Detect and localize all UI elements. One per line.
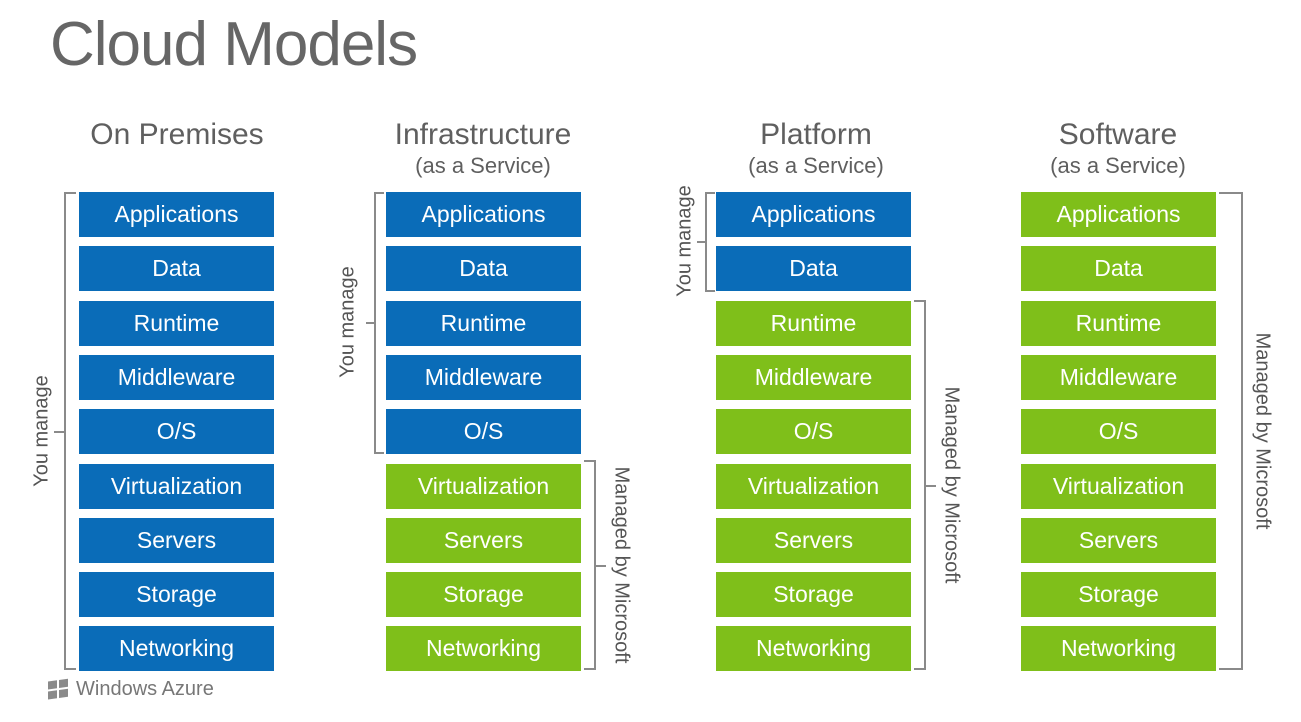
- layer-saas-middleware: Middleware: [1021, 355, 1216, 400]
- layer-paas-middleware: Middleware: [716, 355, 911, 400]
- layer-on-premises-virtualization: Virtualization: [79, 464, 274, 509]
- layer-saas-networking: Networking: [1021, 626, 1216, 671]
- layer-saas-servers: Servers: [1021, 518, 1216, 563]
- you-manage-bracket: [64, 192, 76, 670]
- layer-saas-runtime: Runtime: [1021, 301, 1216, 346]
- managed-by-microsoft-bracket: [584, 460, 596, 670]
- layer-iaas-virtualization: Virtualization: [386, 464, 581, 509]
- column-subtitle: (as a Service): [415, 153, 551, 178]
- column-subtitle: (as a Service): [1050, 153, 1186, 178]
- bracket-tick: [697, 241, 707, 243]
- layer-paas-servers: Servers: [716, 518, 911, 563]
- managed-by-microsoft-bracket: [1219, 192, 1243, 670]
- layer-iaas-runtime: Runtime: [386, 301, 581, 346]
- layer-paas-applications: Applications: [716, 192, 911, 237]
- layer-paas-o-s: O/S: [716, 409, 911, 454]
- layer-paas-networking: Networking: [716, 626, 911, 671]
- bracket-tick: [596, 565, 606, 567]
- layer-on-premises-data: Data: [79, 246, 274, 291]
- managed-by-microsoft-label: Managed by Microsoft: [610, 466, 633, 664]
- layer-paas-virtualization: Virtualization: [716, 464, 911, 509]
- layer-paas-storage: Storage: [716, 572, 911, 617]
- layer-on-premises-servers: Servers: [79, 518, 274, 563]
- windows-azure-logo: Windows Azure: [48, 678, 214, 701]
- bracket-tick: [366, 322, 376, 324]
- layer-paas-data: Data: [716, 246, 911, 291]
- layer-iaas-o-s: O/S: [386, 409, 581, 454]
- layer-saas-applications: Applications: [1021, 192, 1216, 237]
- layer-on-premises-networking: Networking: [79, 626, 274, 671]
- windows-flag-icon: [48, 678, 70, 701]
- layer-on-premises-storage: Storage: [79, 572, 274, 617]
- column-header-saas: Software (as a Service): [988, 118, 1248, 180]
- you-manage-label: You manage: [336, 266, 359, 378]
- column-title: On Premises: [90, 118, 264, 151]
- you-manage-label: You manage: [673, 185, 696, 297]
- managed-by-microsoft-label: Managed by Microsoft: [1251, 332, 1274, 530]
- layer-on-premises-o-s: O/S: [79, 409, 274, 454]
- column-subtitle: (as a Service): [748, 153, 884, 178]
- layer-saas-o-s: O/S: [1021, 409, 1216, 454]
- layer-iaas-networking: Networking: [386, 626, 581, 671]
- you-manage-label: You manage: [30, 375, 53, 487]
- column-title: Platform: [760, 118, 872, 151]
- layer-saas-virtualization: Virtualization: [1021, 464, 1216, 509]
- layer-on-premises-applications: Applications: [79, 192, 274, 237]
- layer-paas-runtime: Runtime: [716, 301, 911, 346]
- layer-on-premises-runtime: Runtime: [79, 301, 274, 346]
- column-header-paas: Platform (as a Service): [686, 118, 946, 180]
- column-title: Software: [1058, 118, 1178, 151]
- page-title: Cloud Models: [50, 10, 418, 79]
- column-header-on-premises: On Premises: [47, 118, 307, 152]
- layer-iaas-data: Data: [386, 246, 581, 291]
- bracket-tick: [54, 431, 64, 433]
- managed-by-microsoft-label: Managed by Microsoft: [940, 386, 963, 584]
- managed-by-microsoft-bracket: [914, 300, 926, 670]
- column-header-iaas: Infrastructure (as a Service): [353, 118, 613, 180]
- layer-on-premises-middleware: Middleware: [79, 355, 274, 400]
- logo-text: Windows Azure: [76, 678, 214, 700]
- layer-iaas-applications: Applications: [386, 192, 581, 237]
- column-title: Infrastructure: [394, 118, 572, 151]
- bracket-tick: [926, 485, 936, 487]
- layer-saas-data: Data: [1021, 246, 1216, 291]
- layer-saas-storage: Storage: [1021, 572, 1216, 617]
- layer-iaas-middleware: Middleware: [386, 355, 581, 400]
- layer-iaas-storage: Storage: [386, 572, 581, 617]
- layer-iaas-servers: Servers: [386, 518, 581, 563]
